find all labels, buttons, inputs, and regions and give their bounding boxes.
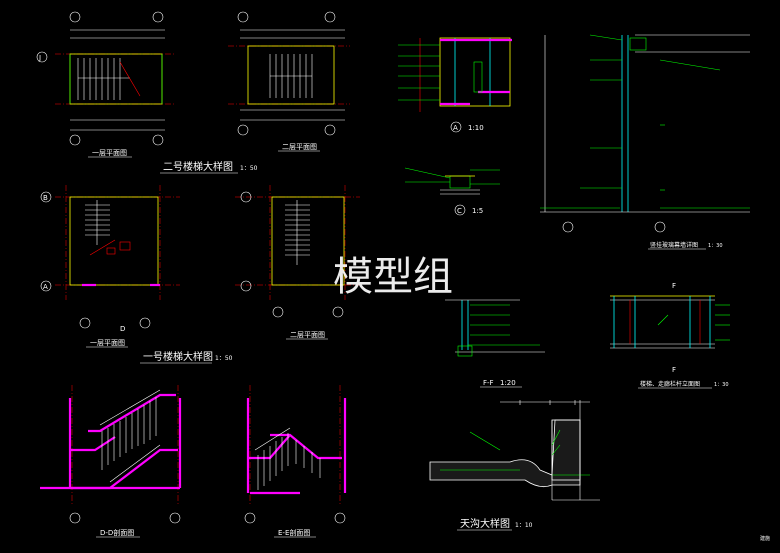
gutter-scale: 1：10 — [515, 522, 533, 529]
stair1-title: 一号楼梯大样图 — [143, 350, 213, 363]
axis-a-marker: A — [43, 283, 48, 291]
detail-a-scale: 1:10 — [468, 124, 484, 132]
plan-1f-mid-caption: 一层平面图 — [90, 339, 125, 347]
curtain-title: 竖挂玻璃幕墙详图 — [650, 241, 698, 249]
curtain-scale: 1：30 — [708, 243, 723, 249]
plan-1f-top-caption: 一层平面图 — [92, 149, 127, 157]
plan-2f-top-caption: 二层平面图 — [282, 143, 317, 151]
stair2-scale: 1：50 — [240, 165, 258, 172]
detail-c-scale: 1:5 — [472, 207, 483, 215]
cut-f-marker-bottom: F — [672, 366, 676, 374]
section-ff-scale: 1:20 — [500, 379, 516, 387]
cut-d-marker: D — [120, 325, 125, 333]
plan-2f-mid-caption: 二层平面图 — [290, 331, 325, 339]
curtain-wall-detail: 竖挂玻璃幕墙详图 1：30 — [540, 34, 750, 250]
stair1-plan-2f: 二层平面图 — [235, 185, 360, 340]
section-dd-caption: D-D剖面图 — [100, 528, 134, 537]
stair2-plan-1f: J 一层平面图 — [36, 11, 175, 158]
section-ff: F-F 1:20 — [445, 299, 545, 388]
axis-j-marker: J — [38, 54, 41, 62]
stair1-scale: 1：50 — [215, 355, 233, 362]
detail-a: A 1:10 — [398, 37, 512, 133]
stair2-plan-2f: 二层平面图 — [228, 11, 350, 152]
gutter-title: 天沟大样图 — [460, 517, 510, 530]
detail-c: C 1:5 — [404, 167, 500, 216]
section-ee: E-E剖面图 — [244, 385, 347, 538]
section-ff-caption: F-F — [483, 379, 494, 387]
railing-scale: 1：30 — [714, 382, 729, 388]
detail-a-marker: A — [453, 124, 458, 132]
cut-f-marker-top: F — [672, 282, 676, 290]
stair2-title: 二号楼梯大样图 — [163, 160, 233, 173]
axis-b-marker: B — [43, 194, 48, 202]
stair1-plan-1f: B A D 一层平面图 — [40, 185, 180, 348]
watermark-text: 模型组 — [333, 254, 453, 300]
section-ee-caption: E-E剖面图 — [278, 528, 310, 537]
railing-elevation: F F 楼梯、走廊栏杆立面图 1：30 — [610, 282, 730, 389]
detail-c-marker: C — [457, 207, 462, 215]
corner-note: 建施 — [760, 535, 770, 542]
gutter-detail: 天沟大样图 1：10 — [429, 400, 600, 531]
section-dd: D-D剖面图 — [40, 385, 182, 538]
railing-title: 楼梯、走廊栏杆立面图 — [640, 380, 700, 388]
